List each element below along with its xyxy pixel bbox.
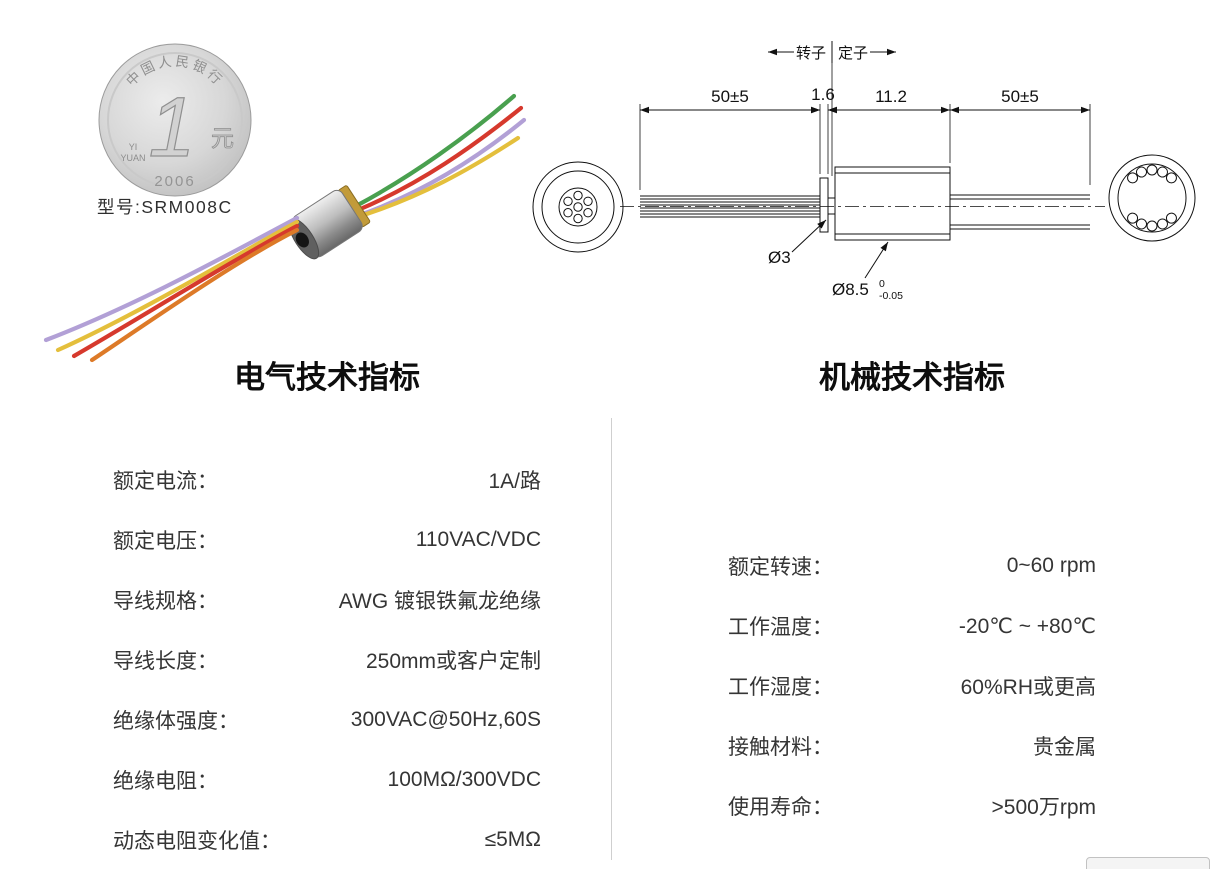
wire-bundle-left (640, 195, 820, 218)
wire-orange (89, 227, 300, 363)
dia-body-label: Ø8.5 (832, 280, 869, 299)
mechanical-specs: 机械技术指标 额定转速： 0~60 rpm 工作温度： -20℃ ~ +80℃ … (728, 360, 1096, 836)
spec-row: 绝缘体强度： 300VAC@50Hz,60S (113, 690, 541, 750)
extension-lines (639, 104, 1091, 190)
coin-unit: 元 (211, 125, 234, 151)
stator-label: 定子 (838, 45, 868, 62)
wires-upper-right (351, 93, 527, 221)
spec-row: 导线长度： 250mm或客户定制 (113, 630, 541, 690)
column-divider (611, 418, 612, 860)
dim-wire-left-label: 50±5 (711, 87, 749, 106)
wire-green (353, 93, 517, 209)
wire-red (71, 223, 300, 359)
spec-row: 额定转速： 0~60 rpm (728, 536, 1096, 596)
right-end-view (1108, 154, 1196, 242)
coin-numeral: 1 (149, 80, 196, 174)
rotor-label: 转子 (796, 45, 826, 62)
spec-value: ≤5MΩ (484, 828, 541, 851)
spec-value: 1A/路 (488, 470, 541, 493)
spec-label: 导线规格： (113, 590, 218, 613)
wire-purple (357, 117, 527, 218)
electrical-title: 电气技术指标 (234, 360, 420, 395)
spec-label: 使用寿命： (728, 796, 833, 819)
wire-bundle-right (950, 194, 1090, 230)
coin-pinyin-top: YI (129, 142, 138, 152)
coin: 中国人民银行 1 元 YI YUAN 2006 (98, 43, 252, 197)
spec-label: 额定电流： (113, 470, 218, 493)
wire-yellow (55, 219, 300, 353)
wire-purple (43, 215, 300, 343)
spec-label: 额定电压： (113, 530, 218, 553)
dia-body-tol-upper: 0 (879, 278, 885, 290)
rotor-stator-indicator (768, 41, 896, 176)
spec-value: 60%RH或更高 (960, 676, 1096, 699)
diameter-leaders (791, 219, 889, 279)
model-label: 型号:SRM008C (97, 197, 233, 217)
spec-value: 300VAC@50Hz,60S (350, 708, 541, 731)
dim-wire-right-label: 50±5 (1001, 87, 1039, 106)
coin-year: 2006 (154, 173, 195, 190)
spec-row: 接触材料： 贵金属 (728, 716, 1096, 776)
corner-scrollbar[interactable] (1086, 857, 1210, 869)
dim-flange-label: 1.6 (811, 85, 835, 104)
coin-pinyin-bottom: YUAN (120, 153, 145, 163)
spec-value: >500万rpm (991, 796, 1096, 819)
spec-row: 导线规格： AWG 镀银铁氟龙绝缘 (113, 570, 541, 630)
spec-row: 绝缘电阻： 100MΩ/300VDC (113, 750, 541, 810)
spec-value: 100MΩ/300VDC (387, 768, 541, 791)
wire-yellow (351, 135, 521, 221)
wire-exit-hole (295, 232, 309, 248)
spec-label: 工作湿度： (728, 676, 833, 699)
spec-label: 工作温度： (728, 616, 833, 639)
side-view-body (819, 166, 951, 241)
spec-value: 110VAC/VDC (415, 528, 541, 551)
spec-row: 使用寿命： >500万rpm (728, 776, 1096, 836)
wires-lower-left (43, 215, 300, 363)
left-end-view (532, 161, 624, 253)
spec-row: 额定电流： 1A/路 (113, 450, 541, 510)
electrical-specs: 电气技术指标 额定电流： 1A/路 额定电压： 110VAC/VDC 导线规格：… (113, 360, 541, 869)
spec-label: 绝缘体强度： (113, 710, 239, 733)
spec-label: 接触材料： (728, 736, 833, 759)
spec-label: 额定转速： (728, 556, 833, 579)
mechanical-title: 机械技术指标 (819, 360, 1005, 395)
wire-red (355, 105, 524, 213)
spec-row: 额定电压： 110VAC/VDC (113, 510, 541, 570)
dia-body-tol-lower: -0.05 (879, 290, 903, 302)
spec-row: 工作温度： -20℃ ~ +80℃ (728, 596, 1096, 656)
spec-value: 250mm或客户定制 (365, 650, 541, 673)
dia-shaft-label: Ø3 (768, 248, 791, 267)
dim-body-label: 11.2 (875, 87, 907, 106)
spec-label: 导线长度： (113, 650, 218, 673)
product-photo: 中国人民银行 1 元 YI YUAN 2006 型号:SRM008C (43, 43, 527, 363)
spec-row: 动态电阻变化值： ≤5MΩ (113, 810, 541, 869)
spec-value: 贵金属 (1033, 736, 1096, 759)
spec-value: 0~60 rpm (1006, 554, 1096, 577)
technical-drawing: 50±5 1.6 11.2 50±5 转子 定子 Ø3 Ø8.5 0 -0.05 (532, 41, 1196, 302)
slip-ring-device (288, 185, 371, 260)
spec-row: 工作湿度： 60%RH或更高 (728, 656, 1096, 716)
spec-label: 动态电阻变化值： (113, 830, 281, 853)
spec-value: AWG 镀银铁氟龙绝缘 (338, 590, 541, 613)
spec-value: -20℃ ~ +80℃ (958, 614, 1096, 638)
spec-label: 绝缘电阻： (113, 770, 218, 793)
